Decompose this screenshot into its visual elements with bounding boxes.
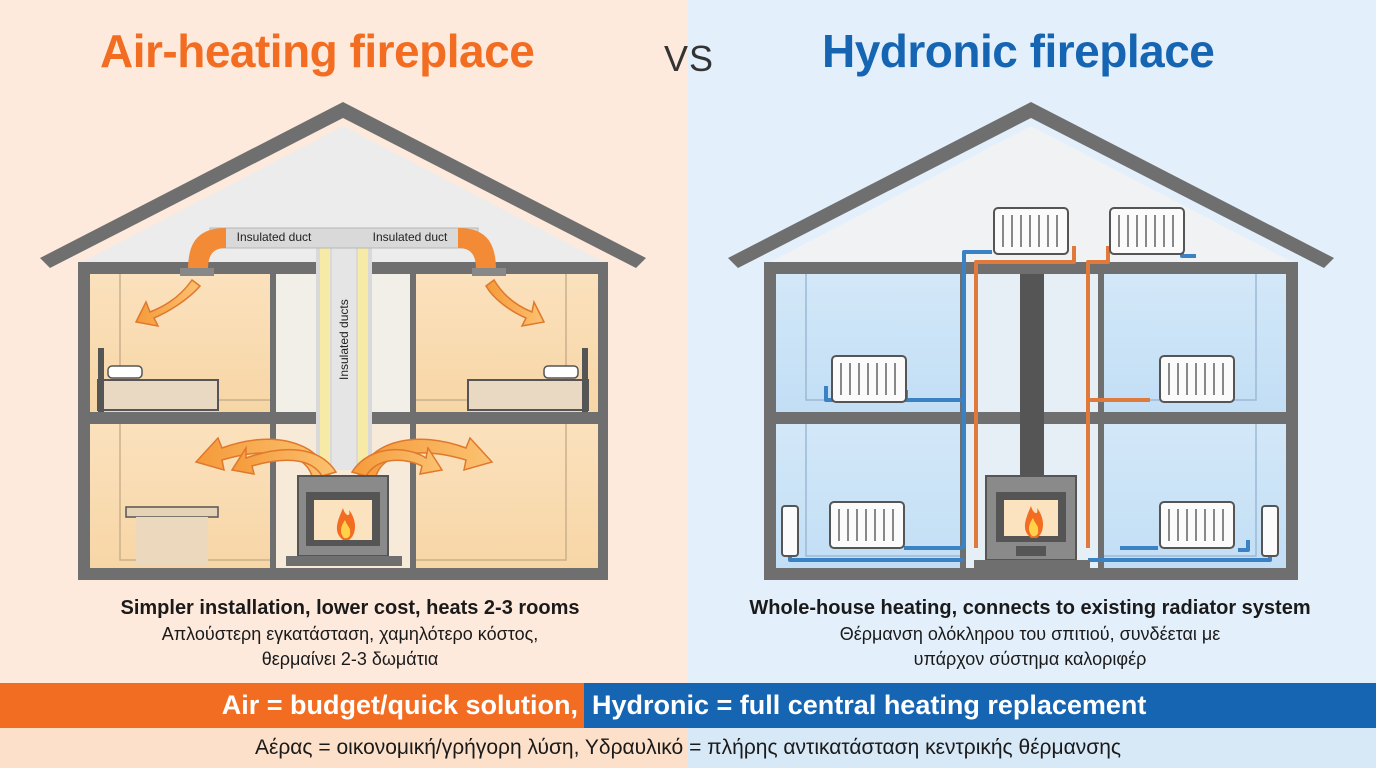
vertical-ducts-label: Insulated ducts [337, 299, 351, 380]
air-caption: Simpler installation, lower cost, heats … [40, 597, 660, 672]
air-heating-title: Air-heating fireplace [100, 25, 535, 77]
hydronic-fireplace [974, 475, 1090, 568]
radiator-icon [1159, 501, 1235, 549]
airflow-arrow-icon [194, 436, 494, 477]
radiator-icon [829, 501, 905, 549]
radiator-icon [831, 355, 907, 403]
hydronic-caption-english: Whole-house heating, connects to existin… [749, 597, 1311, 619]
air-caption-english: Simpler installation, lower cost, heats … [120, 597, 580, 619]
air-house: Insulated duct Insulated duct Insulated … [40, 102, 646, 580]
radiator-icon [1109, 207, 1185, 255]
banner-air-summary: Air = budget/quick solution, [0, 683, 584, 728]
bed-icon [467, 348, 589, 412]
greek-summary-footer: Αέρας = οικονομική/γρήγορη λύση, Υδραυλι… [0, 728, 1376, 768]
versus-label: VS [664, 38, 715, 79]
air-caption-greek-line1: Απλούστερη εγκατάσταση, χαμηλότερο κόστο… [161, 624, 539, 644]
bed-icon [97, 348, 219, 412]
radiator-icon [993, 207, 1069, 255]
duct-label-left: Insulated duct [237, 230, 312, 244]
radiator-icon [1261, 505, 1279, 557]
airflow-arrow-icon [134, 278, 546, 328]
hydronic-house [728, 102, 1334, 580]
duct-label-right: Insulated duct [373, 230, 448, 244]
air-fireplace [286, 475, 402, 566]
hydronic-caption: Whole-house heating, connects to existin… [700, 597, 1360, 672]
radiator-icon [1159, 355, 1235, 403]
radiator-icon [781, 505, 799, 557]
hydronic-caption-greek-line1: Θέρμανση ολόκληρου του σπιτιού, συνδέετα… [839, 624, 1221, 644]
house-diagrams: Insulated duct Insulated duct Insulated … [40, 102, 1334, 580]
banner-hydronic-summary: Hydronic = full central heating replacem… [584, 683, 1376, 728]
hydronic-title: Hydronic fireplace [822, 25, 1215, 77]
hydronic-caption-greek-line2: υπάρχον σύστημα καλοριφέρ [913, 649, 1147, 669]
air-caption-greek-line2: θερμαίνει 2-3 δωμάτια [261, 649, 439, 669]
summary-banner: Air = budget/quick solution, Hydronic = … [0, 683, 1376, 728]
table-icon [125, 506, 219, 565]
